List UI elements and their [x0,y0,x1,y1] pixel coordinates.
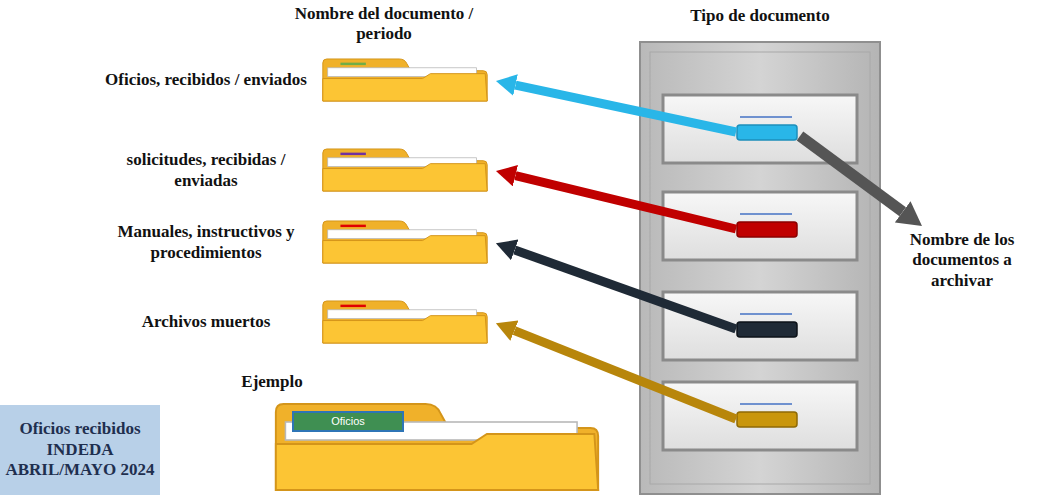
cabinet-body [640,42,880,494]
connector-arrow [800,136,903,212]
folder-item: Manuales, instructivos y procedimientos [95,220,490,265]
folder-item: solicitudes, recibidas / enviadas [95,148,490,193]
example-folder: Oficios [272,402,602,494]
folder-label: Oficios, recibidos / enviados [95,70,317,90]
folder-icon [320,58,490,103]
drawer [663,292,857,360]
folder-icon [320,220,490,265]
folder-label: solicitudes, recibidas / enviadas [95,150,317,191]
connector-arrow [514,331,736,419]
callout-text: Nombre de los documentos a archivar [882,230,1042,295]
connector-arrow [515,250,736,329]
cabinet-heading: Tipo de documento [620,6,900,26]
callout-text: Nombre de los documentos a archivar [882,230,1042,291]
folder-item: Archivos muertos [95,300,490,345]
folder-tab-label: Oficios [292,411,404,432]
folder-icon [320,148,490,193]
filing-cabinet: Tipo de documento [640,42,880,494]
folder-icon [320,300,490,345]
column-heading: Nombre del documento / periodo [268,4,500,45]
connector-arrow [515,176,736,229]
example-heading: Ejemplo [232,372,312,392]
example-text: Oficios recibidos INDEDA ABRIL/MAYO 2024 [5,419,155,480]
connector-arrow [516,85,736,132]
example-label-box: Oficios recibidos INDEDA ABRIL/MAYO 2024 [0,405,160,495]
folder-label: Archivos muertos [95,312,317,332]
drawer [663,382,857,450]
drawer [663,192,857,260]
folder-label: Manuales, instructivos y procedimientos [95,222,317,263]
folder-item: Oficios, recibidos / enviados [95,58,490,103]
